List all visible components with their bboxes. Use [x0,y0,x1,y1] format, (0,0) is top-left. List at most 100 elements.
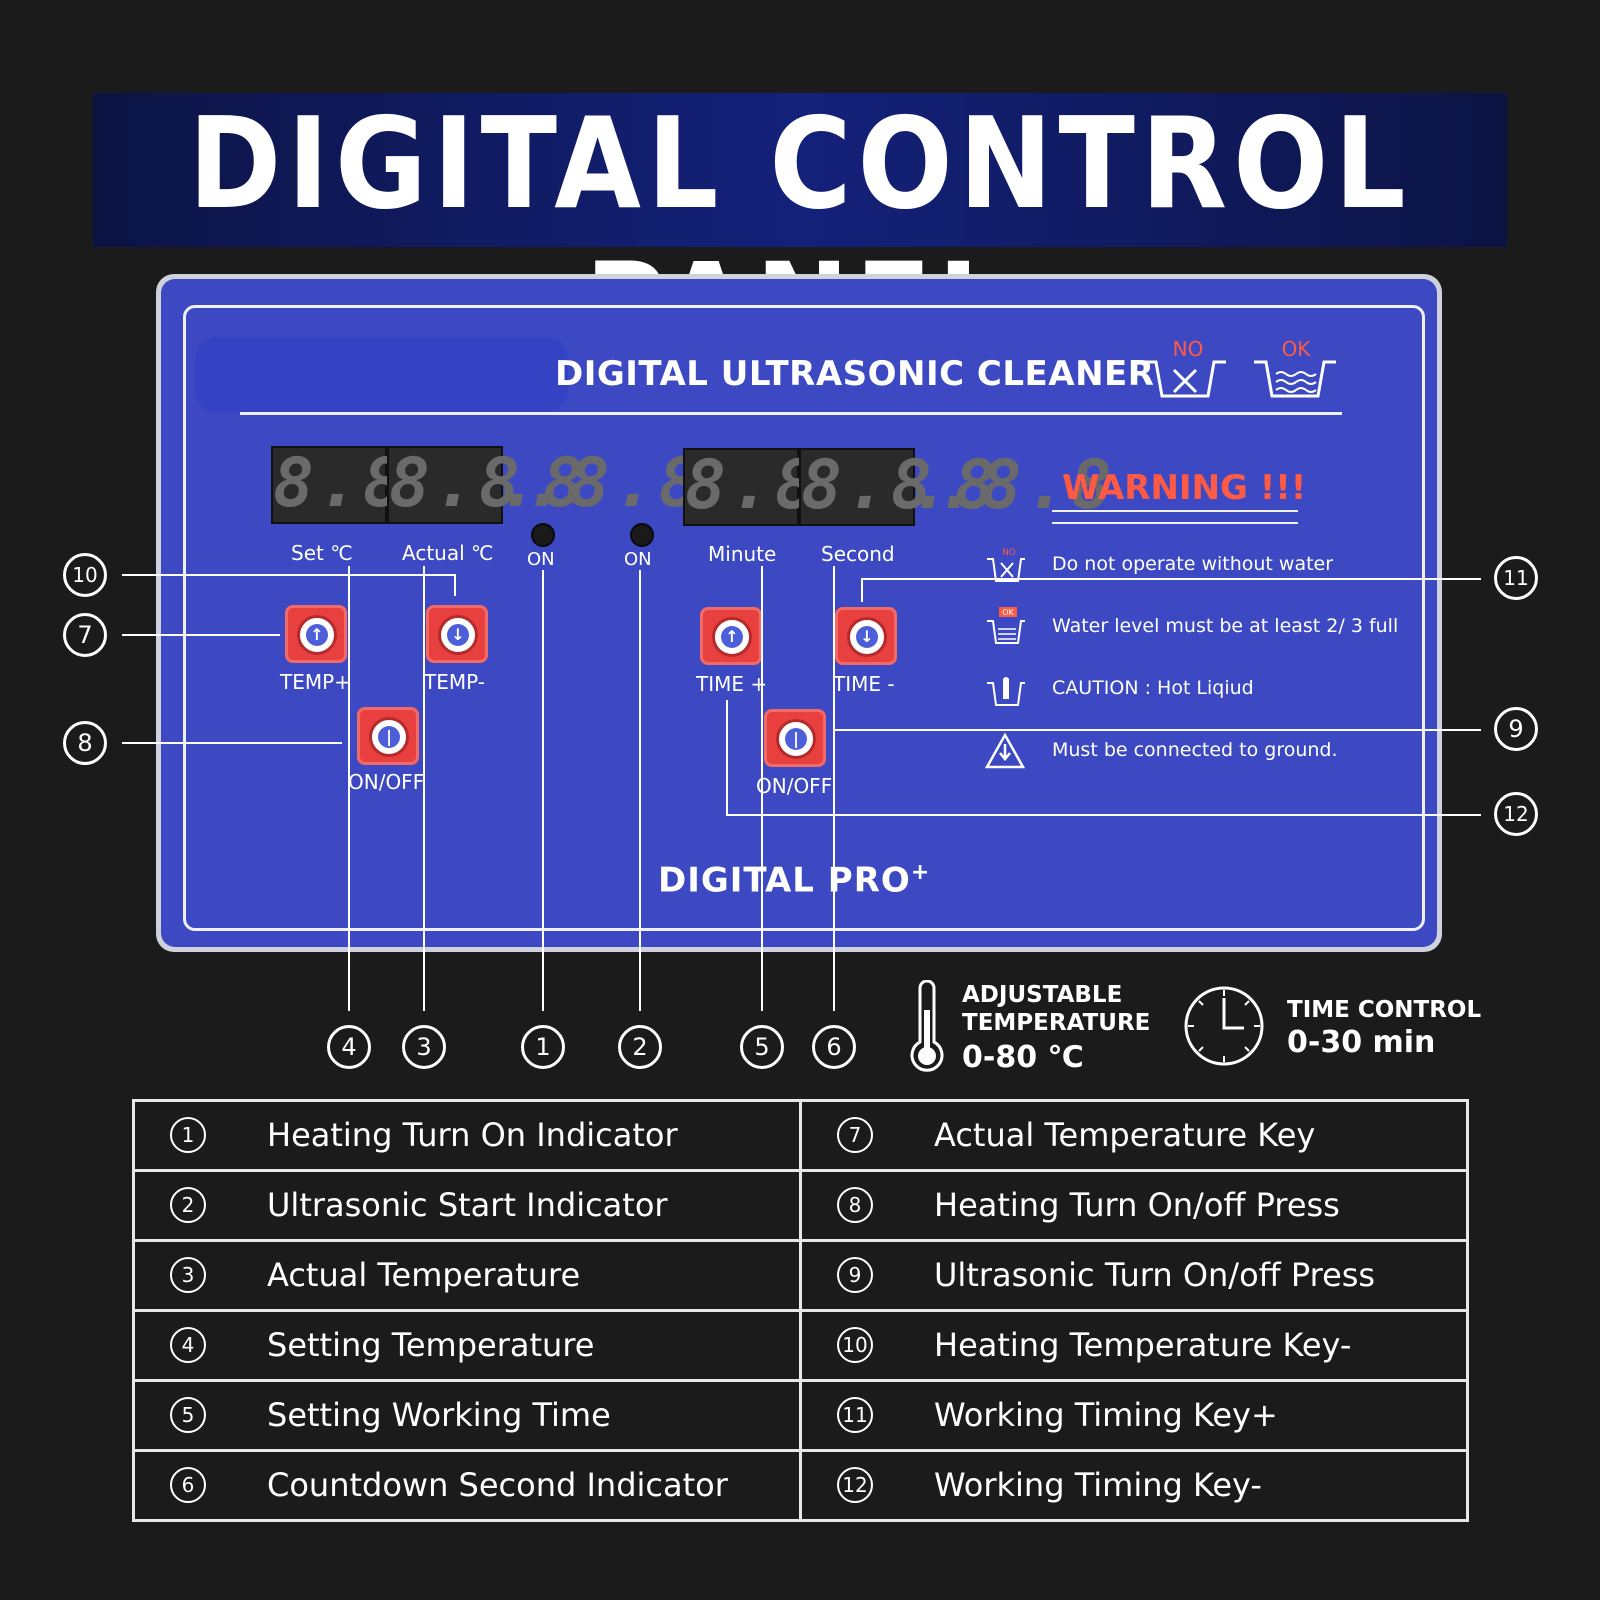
callout-5: 5 [740,1025,784,1069]
no-water-icon: NO [987,548,1025,582]
actual-temp-display: 8.8.8.8 [387,444,704,524]
warning-title: WARNING !!! [1062,468,1307,508]
callout-7: 7 [63,613,107,657]
heating-indicator-label: ON [527,549,555,570]
temperature-feature-line1: ADJUSTABLE [962,982,1123,1008]
legend-text: Heating Turn On Indicator [267,1116,678,1154]
legend-number: 6 [170,1467,206,1503]
legend-text: Working Timing Key+ [934,1396,1278,1434]
brand-underline [240,412,1342,415]
second-label: Second [821,542,895,566]
leader-line-3 [423,566,425,1011]
legend-number: 4 [170,1327,206,1363]
legend-text: Heating Temperature Key- [934,1326,1352,1364]
time-minus-button[interactable]: ↓ [835,607,897,665]
legend-text: Actual Temperature Key [934,1116,1316,1154]
legend-text: Setting Temperature [267,1326,595,1364]
legend-cell: 5 Setting Working Time [132,1379,802,1452]
leader-line-12-vertical [726,700,728,816]
panel-brand: DIGITAL ULTRASONIC CLEANER [555,354,1155,394]
arrow-down-icon: ↓ [447,624,469,646]
no-water-tub-icon: NO [1144,337,1226,398]
clock-icon [1184,986,1264,1066]
leader-line-5 [761,566,763,1011]
panel-inner-border [183,305,1425,931]
callout-2: 2 [618,1025,662,1069]
leader-line-10 [122,574,456,576]
warning-text-4: Must be connected to ground. [1052,739,1338,761]
ok-water-tub-icon: OK [1254,337,1336,398]
legend-number: 5 [170,1397,206,1433]
legend-cell: 10 Heating Temperature Key- [799,1309,1469,1382]
legend-number: 10 [837,1327,873,1363]
ultrasonic-onoff-button[interactable]: | [764,709,826,767]
temp-plus-button[interactable]: ↑ [285,605,347,663]
power-icon: | [378,726,400,748]
ultrasonic-indicator-label: ON [624,549,652,570]
no-label: NO [1173,337,1204,361]
leader-line-8 [122,742,342,744]
minute-display: 8.8.8.8 [683,448,996,526]
callout-1: 1 [521,1025,565,1069]
temp-minus-button[interactable]: ↓ [426,605,488,663]
redacted-logo [195,337,568,413]
warning-text-2: Water level must be at least 2/ 3 full [1052,615,1399,637]
leader-line-1 [542,570,544,1011]
ok-label: OK [1282,337,1312,361]
leader-line-2 [639,570,641,1011]
callout-8: 8 [63,721,107,765]
heating-onoff-button[interactable]: | [357,707,419,765]
hot-hand-icon [987,677,1025,706]
warning-text-3: CAUTION : Hot Liqiud [1052,677,1254,699]
footer-brand-text: DIGITAL PRO [658,860,911,901]
thermometer-icon [910,980,944,1072]
callout-12: 12 [1494,792,1538,836]
warning-underline-2 [1052,522,1298,524]
temperature-feature-line2: TEMPERATURE [962,1010,1151,1036]
svg-text:NO: NO [1002,548,1016,558]
leader-line-4 [348,566,350,1011]
warning-underline [1052,510,1298,512]
legend-number: 1 [170,1117,206,1153]
legend-number: 2 [170,1187,206,1223]
temp-minus-label: TEMP- [424,670,485,694]
arrow-up-icon: ↑ [306,624,328,646]
power-icon: | [785,728,807,750]
ultrasonic-onoff-label: ON/OFF [756,774,833,798]
time-feature-value: 0-30 min [1287,1025,1436,1060]
leader-line-10-drop [454,574,456,596]
callout-4: 4 [327,1025,371,1069]
legend-text: Setting Working Time [267,1396,611,1434]
temp-plus-label: TEMP+ [280,670,351,694]
heating-onoff-label: ON/OFF [348,770,425,794]
legend-text: Ultrasonic Turn On/off Press [934,1256,1376,1294]
legend-text: Countdown Second Indicator [267,1466,728,1504]
ultrasonic-indicator-led [630,523,654,547]
footer-brand-sup: + [910,860,931,885]
legend-cell: 6 Countdown Second Indicator [132,1449,802,1522]
svg-text:OK: OK [1002,608,1014,617]
time-feature-line1: TIME CONTROL [1287,997,1482,1023]
legend-cell: 1 Heating Turn On Indicator [132,1099,802,1172]
ground-warning-icon [985,732,1025,769]
legend-number: 12 [837,1467,873,1503]
time-plus-button[interactable]: ↑ [700,607,762,665]
callout-6: 6 [812,1025,856,1069]
temperature-feature-value: 0-80 ℃ [962,1040,1084,1075]
legend-number: 3 [170,1257,206,1293]
time-minus-label: TIME - [833,672,895,696]
time-plus-label: TIME + [696,672,768,696]
callout-11: 11 [1494,556,1538,600]
leader-line-12 [726,814,1481,816]
second-display: 8.8.8.8 [799,446,1116,526]
warning-text-1: Do not operate without water [1052,553,1334,575]
